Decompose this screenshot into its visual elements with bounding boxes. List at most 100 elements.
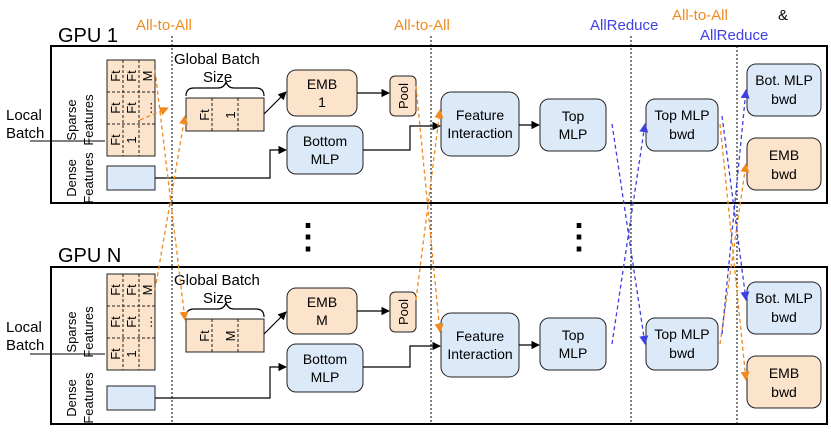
gpu1-sparse-cell-ft: Ft <box>108 134 123 146</box>
gpuN-bottom-mlp-box <box>286 343 364 393</box>
gpu1-bottom-line2: MLP <box>311 151 340 167</box>
gpu1-arrow-bottom-fi <box>363 121 441 151</box>
allreduce-arrows-2 <box>721 89 750 335</box>
gpu1-sparse-label: Sparse <box>64 99 79 140</box>
gpuN-batch-label: Batch <box>6 337 44 354</box>
gpu1-dense-label: Dense <box>64 159 79 197</box>
gpu1-sparse-cell-dots: … <box>140 102 155 115</box>
gpuN-sparse-table <box>106 273 156 371</box>
gpuN-pool-box <box>389 291 417 333</box>
gpuN-arrow-gb-emb <box>263 311 287 335</box>
gpu1-fi-line2: Interaction <box>447 125 512 141</box>
gpu1-bottom-line1: Bottom <box>303 133 347 149</box>
gpuN-sparse-cell-ft: Ft <box>124 284 139 296</box>
gpuN-sparse-cell-ft: Ft <box>108 348 123 360</box>
gpu1-dense-features-label: Features <box>81 152 96 204</box>
gpuN-top-mlp-box <box>539 317 607 371</box>
gpuN-fi-line2: Interaction <box>447 346 512 362</box>
gpu1-sparse-cell-1: 1 <box>124 136 139 143</box>
gpuN-topbwd-line2: bwd <box>669 345 695 361</box>
gpuN-top-line1: Top <box>562 327 585 343</box>
gpuN-emb-line2: M <box>316 312 328 328</box>
gpuN-bot-mlp-bwd-box <box>746 281 822 335</box>
gpu1-botbwd-line1: Bot. MLP <box>755 72 813 88</box>
gpu1-botbwd-line2: bwd <box>771 91 797 107</box>
gpuN-sparse-cell-1: 1 <box>124 350 139 357</box>
gpu1-sparse-cell-ft: Ft <box>124 70 139 82</box>
gpu1-sparse-cell-ft: Ft <box>108 102 123 114</box>
gpuN-arrow-bottom-fi <box>363 341 441 368</box>
phase-label-all-to-all-1: All-to-All <box>136 17 192 34</box>
gpuN-global-table <box>185 318 265 353</box>
gpu1-fi-line1: Feature <box>456 107 504 123</box>
gpuN-botbwd-line1: Bot. MLP <box>755 290 813 306</box>
gpuN-topbwd-line1: Top MLP <box>654 326 709 342</box>
gpuN-sparse-cell-dots: … <box>140 316 155 329</box>
all-to-all-arrows-1 <box>139 69 189 321</box>
gpuN-sparse-cell-ft: Ft <box>124 316 139 328</box>
gpu1-arrow-dense-bottom <box>155 145 287 179</box>
phase-label-all-to-all-2: All-to-All <box>394 17 450 34</box>
gpuN-sparse-cell-m: M <box>140 285 155 296</box>
gpu1-sparse-cell-ft: Ft <box>108 70 123 82</box>
gpu1-title: GPU 1 <box>58 25 118 47</box>
gpu1-feature-interaction-box <box>440 91 520 157</box>
gpuN-global-brace <box>185 301 265 318</box>
gpuN-embbwd-line1: EMB <box>769 365 799 381</box>
gpuN-local-label: Local <box>6 319 42 336</box>
gpuN-dense-table <box>106 385 156 411</box>
vertical-ellipsis-left: ⋮ <box>291 218 325 256</box>
gpuN-feature-interaction-box <box>440 312 520 378</box>
gpu1-top-line1: Top <box>562 108 585 124</box>
all-to-all-arrows-2 <box>415 85 444 333</box>
gpu1-batch-label: Batch <box>6 125 44 142</box>
gpuN-embbwd-line2: bwd <box>771 384 797 400</box>
gpuN-emb-line1: EMB <box>307 294 337 310</box>
gpu1-pool-box <box>389 75 417 117</box>
gpu1-embbwd-line2: bwd <box>771 166 797 182</box>
gpuN-global-size-label: Size <box>203 290 232 307</box>
gpu1-sparse-table <box>106 59 156 157</box>
gpuN-title: GPU N <box>58 245 121 267</box>
gpuN-global-cell-ft: Ft <box>197 330 212 342</box>
phase-label-allreduce-1: AllReduce <box>590 17 658 34</box>
gpuN-dense-label: Dense <box>64 379 79 417</box>
gpu1-global-batch-label: Global Batch <box>174 51 260 68</box>
gpu1-topbwd-line2: bwd <box>669 126 695 142</box>
gpu1-topbwd-line1: Top MLP <box>654 107 709 123</box>
gpuN-dense-features-label: Features <box>81 372 96 424</box>
gpu1-emb-bwd-box <box>746 137 822 191</box>
gpu1-global-cell-ft: Ft <box>197 109 212 121</box>
gpuN-botbwd-line2: bwd <box>771 309 797 325</box>
gpuN-group: Local Batch Sparse Features Dense Featur… <box>6 272 822 424</box>
gpu1-emb-line2: 1 <box>318 94 326 110</box>
phase-label-ampersand: & <box>778 7 788 24</box>
gpuN-top-line2: MLP <box>559 345 588 361</box>
allreduce-arrows-1 <box>611 123 649 345</box>
gpu1-local-label: Local <box>6 107 42 124</box>
gpu1-pool-label: Pool <box>396 83 411 109</box>
phase-label-all-to-all-3: All-to-All <box>672 7 728 24</box>
gpu1-top-line2: MLP <box>559 126 588 142</box>
gpu1-sparse-cell-m: M <box>140 71 155 82</box>
gpu1-global-table <box>185 97 265 132</box>
gpu1-dense-table <box>106 165 156 191</box>
gpu1-embbwd-line1: EMB <box>769 147 799 163</box>
gpuN-emb-bwd-box <box>746 355 822 409</box>
gpu1-sparse-features-label: Features <box>81 94 96 146</box>
gpuN-sparse-cell-ft: Ft <box>108 316 123 328</box>
gpuN-sparse-label: Sparse <box>64 311 79 352</box>
gpuN-global-batch-label: Global Batch <box>174 272 260 289</box>
gpu1-panel <box>50 45 828 204</box>
vertical-ellipsis-right: ⋮ <box>562 218 596 256</box>
gpuN-arrow-dense-bottom <box>155 362 287 399</box>
gpuN-panel <box>50 266 828 425</box>
gpuN-pool-label: Pool <box>396 299 411 325</box>
gpuN-global-cell-m: M <box>223 331 238 342</box>
gpu1-group: Local Batch Sparse Features Dense Featur… <box>6 51 822 204</box>
gpu1-top-mlp-box <box>539 98 607 152</box>
gpuN-sparse-cell-ft: Ft <box>108 284 123 296</box>
gpuN-bottom-line1: Bottom <box>303 351 347 367</box>
gpuN-bottom-line2: MLP <box>311 369 340 385</box>
